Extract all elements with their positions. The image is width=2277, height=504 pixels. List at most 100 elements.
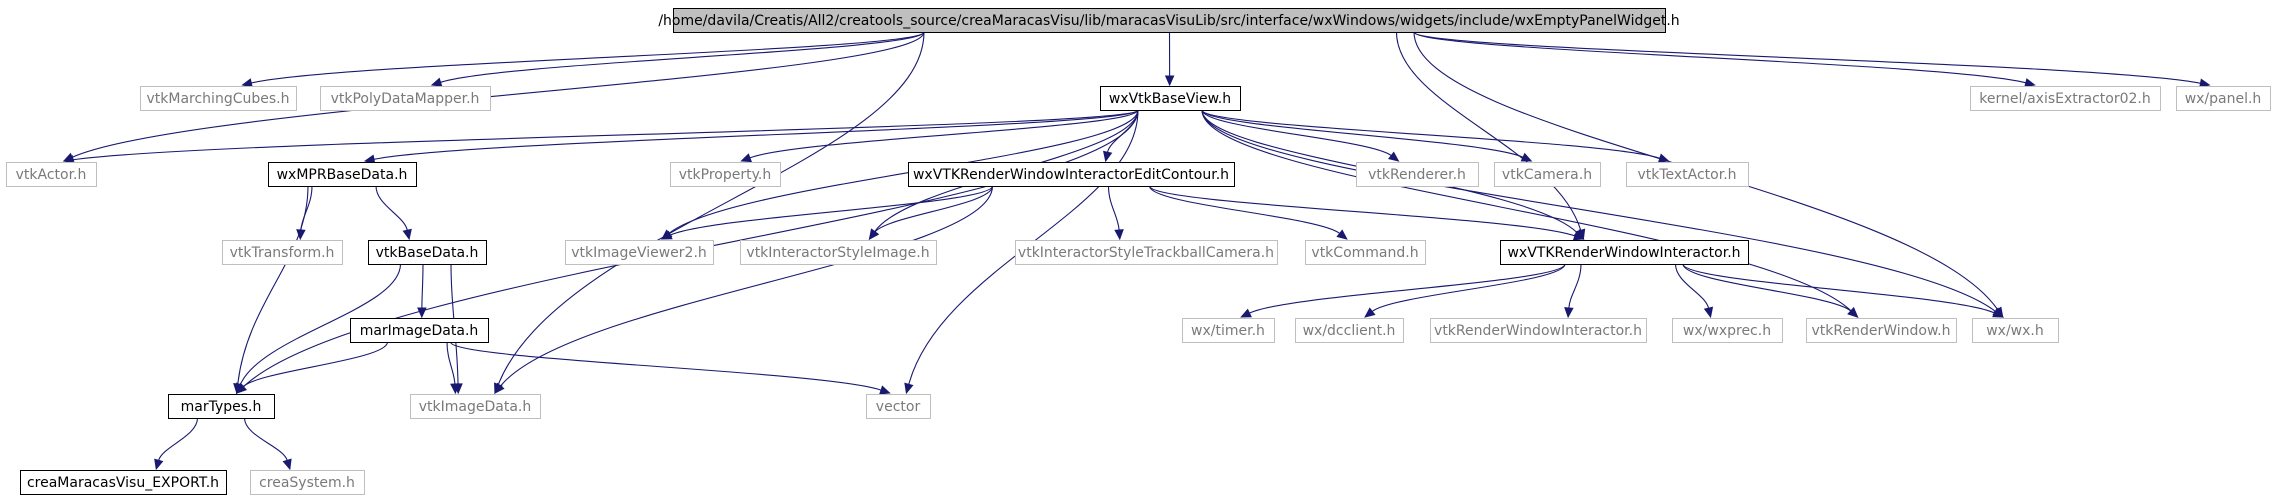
node-box xyxy=(1672,318,1783,343)
node-martypes[interactable]: marTypes.h xyxy=(168,394,275,419)
edge-wxmprbasedata-to-vtkbasedata xyxy=(375,185,412,241)
arrowhead xyxy=(868,228,880,240)
edge-line xyxy=(1682,263,1995,314)
arrowhead xyxy=(660,230,673,240)
arrowhead xyxy=(430,77,443,87)
edge-line xyxy=(251,31,925,84)
arrowhead xyxy=(1103,150,1113,163)
node-box xyxy=(908,162,1235,187)
arrowhead xyxy=(1240,308,1252,318)
arrowhead xyxy=(1388,151,1400,162)
edge-line xyxy=(242,341,389,388)
node-label: vtkProperty.h xyxy=(679,167,771,183)
node-vtkbasedata[interactable]: vtkBaseData.h xyxy=(368,240,487,265)
node-creasystem: creaSystem.h xyxy=(250,470,365,495)
arrowhead xyxy=(2024,78,2036,88)
arrowhead xyxy=(879,385,891,395)
node-layer: /home/davila/Creatis/All2/creatools_sour… xyxy=(6,8,2271,495)
node-wxmprbasedata[interactable]: wxMPRBaseData.h xyxy=(268,162,417,187)
node-box xyxy=(1972,318,2059,343)
node-vtkcommand: vtkCommand.h xyxy=(1305,240,1426,265)
edge-line xyxy=(1371,263,1566,312)
edge-marimagedata-to-vector xyxy=(449,341,891,395)
node-box xyxy=(410,394,541,419)
arrowhead xyxy=(1520,152,1533,162)
node-label: vtkImageData.h xyxy=(419,399,531,415)
node-label: vtkImageViewer2.h xyxy=(571,245,707,261)
node-label: wxMPRBaseData.h xyxy=(277,167,408,183)
node-box xyxy=(1430,318,1647,343)
edge-line xyxy=(874,185,994,233)
edge-root-to-axisextractor02 xyxy=(1413,31,2036,88)
edge-root-to-vtkimagedata xyxy=(494,31,925,395)
node-vtkinteractorstyleimage: vtkInteractorStyleImage.h xyxy=(740,240,937,265)
node-box xyxy=(866,394,931,419)
node-box xyxy=(1015,240,1278,265)
edge-wxvtkrwieditcontour-to-vtkinteractorstyletrackballcamera xyxy=(1107,185,1124,241)
arrowhead xyxy=(1336,229,1348,240)
node-label: vtkInteractorStyleImage.h xyxy=(746,245,929,261)
node-wxvtkbaseview[interactable]: wxVtkBaseView.h xyxy=(1100,86,1241,111)
node-label: wxVTKRenderWindowInteractorEditContour.h xyxy=(913,167,1229,183)
node-box xyxy=(1100,86,1241,111)
edge-line xyxy=(375,185,408,231)
edge-wxvtkbaseview-to-wxmprbasedata xyxy=(363,109,1139,164)
node-vtkimagedata: vtkImageData.h xyxy=(410,394,541,419)
edge-root-to-wxvtkrwi xyxy=(1395,31,1586,241)
edge-vtkbasedata-to-marimagedata xyxy=(417,263,427,319)
edge-layer xyxy=(62,31,2211,471)
node-vtkproperty: vtkProperty.h xyxy=(670,162,781,187)
edge-line xyxy=(1201,109,1524,158)
arrowhead xyxy=(1657,153,1670,163)
arrowhead xyxy=(450,383,460,395)
node-axisextractor02: kernel/axisExtractor02.h xyxy=(1970,86,2161,111)
node-box xyxy=(1295,318,1404,343)
node-vtkcamera: vtkCamera.h xyxy=(1494,162,1601,187)
node-box xyxy=(350,318,489,343)
node-vtkrenderwindowinteractor: vtkRenderWindowInteractor.h xyxy=(1430,318,1647,343)
node-vtkimageviewer2: vtkImageViewer2.h xyxy=(565,240,714,265)
arrowhead xyxy=(402,228,412,241)
node-root: /home/davila/Creatis/All2/creatools_sour… xyxy=(658,8,1680,33)
edge-line xyxy=(1201,109,1852,312)
node-label: vtkRenderer.h xyxy=(1368,167,1466,183)
node-marimagedata[interactable]: marImageData.h xyxy=(350,318,489,343)
edge-wxvtkrwieditcontour-to-wxvtkrwi xyxy=(1148,185,1585,241)
edge-line xyxy=(1107,185,1120,231)
node-label: creaSystem.h xyxy=(259,475,355,491)
edge-line xyxy=(242,109,1139,388)
node-wxvtkrwieditcontour[interactable]: wxVTKRenderWindowInteractorEditContour.h xyxy=(908,162,1235,187)
edge-line xyxy=(446,341,456,385)
edge-wxvtkbaseview-to-vtkproperty xyxy=(740,109,1139,163)
node-label: vtkActor.h xyxy=(16,167,87,183)
edge-wxmprbasedata-to-martypes xyxy=(233,185,309,395)
node-box xyxy=(250,470,365,495)
node-box xyxy=(1500,240,1749,265)
edge-line xyxy=(72,109,1139,161)
edge-martypes-to-creamaracasvisuexport xyxy=(154,417,199,471)
edge-wxvtkrwieditcontour-to-vtkinteractorstyleimage xyxy=(868,185,994,240)
node-wxdcclient: wx/dcclient.h xyxy=(1295,318,1404,343)
edge-wxvtkbaseview-to-vtkactor xyxy=(62,109,1139,165)
edge-root-to-wxpanel xyxy=(1413,31,2211,88)
node-label: vtkInteractorStyleTrackballCamera.h xyxy=(1018,245,1274,261)
edge-martypes-to-creasystem xyxy=(243,417,292,471)
node-label: wx/wx.h xyxy=(1986,323,2044,339)
edge-line xyxy=(239,263,402,385)
node-label: marTypes.h xyxy=(181,399,262,415)
node-creamaracasvisuexport[interactable]: creaMaracasVisu_EXPORT.h xyxy=(20,470,227,495)
node-box xyxy=(1626,162,1749,187)
node-box xyxy=(168,394,275,419)
edge-line xyxy=(158,417,199,461)
node-vtktransform: vtkTransform.h xyxy=(222,240,343,265)
edge-line xyxy=(1201,109,1392,156)
node-box xyxy=(268,162,417,187)
node-label: vtkTextActor.h xyxy=(1637,167,1736,183)
node-box xyxy=(740,240,937,265)
arrowhead xyxy=(417,307,427,319)
arrowhead xyxy=(740,153,753,163)
node-vtkmarchingcubes: vtkMarchingCubes.h xyxy=(140,86,297,111)
node-box xyxy=(1970,86,2161,111)
node-wxvtkrwi[interactable]: wxVTKRenderWindowInteractor.h xyxy=(1500,240,1749,265)
edge-line xyxy=(1201,109,1996,312)
